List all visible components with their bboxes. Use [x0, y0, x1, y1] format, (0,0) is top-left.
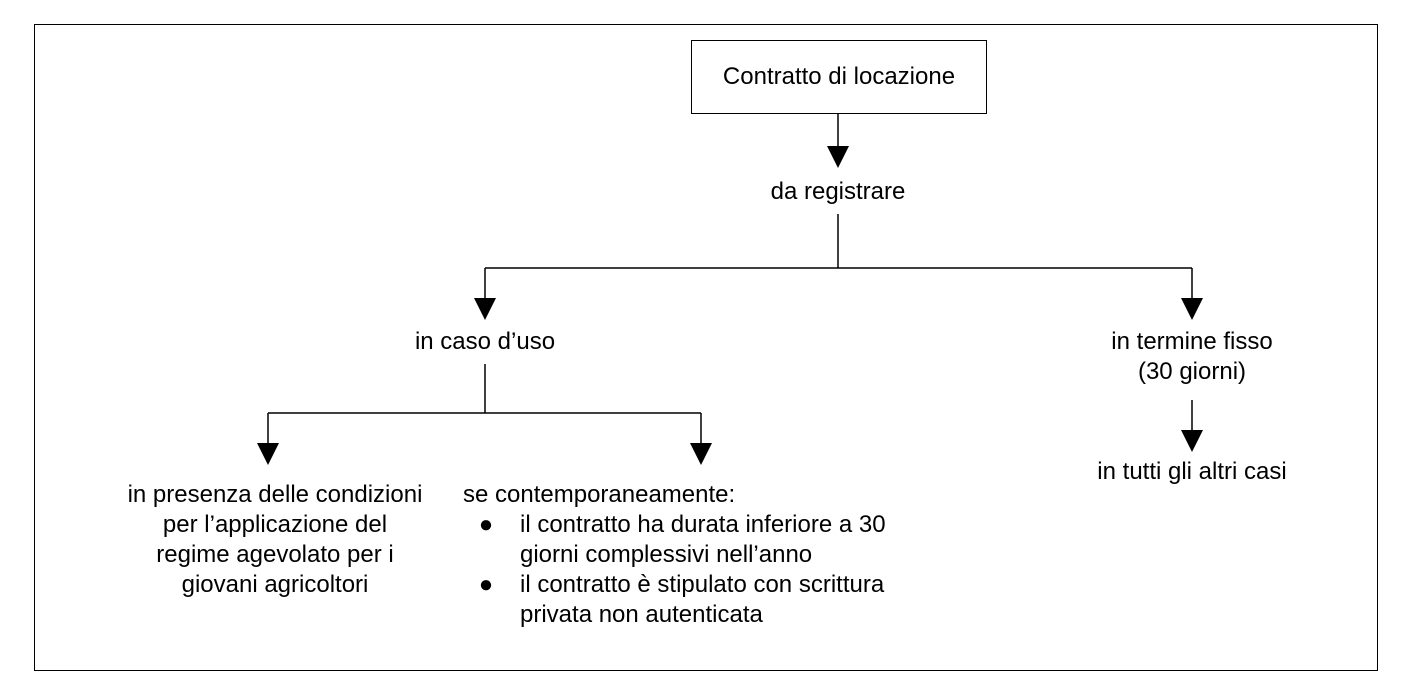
registration-node-label: da registrare — [770, 178, 906, 205]
registration-node: da registrare — [738, 177, 938, 207]
condition-line: giorni complessivi nell’anno — [520, 541, 813, 568]
branch-termine-fisso: in termine fisso (30 giorni) — [1082, 327, 1302, 387]
root-node-label: Contratto di locazione — [722, 63, 956, 90]
condition-item: ● il contratto ha durata inferiore a 30 … — [463, 510, 983, 570]
leaf-contemporaneamente-heading: se contemporaneamente: — [463, 481, 736, 508]
branch-termine-fisso-line: in termine fisso — [1111, 328, 1273, 355]
leaf-regime-agevolato-line: regime agevolato per i — [156, 541, 394, 568]
root-node: Contratto di locazione — [691, 40, 987, 114]
condition-line: il contratto ha durata inferiore a 30 — [520, 511, 886, 538]
arrow-to-caso-uso — [474, 298, 496, 320]
diagram-frame — [34, 24, 1378, 671]
leaf-contemporaneamente: se contemporaneamente: ● il contratto ha… — [463, 480, 983, 630]
arrow-to-contemporaneamente — [690, 443, 712, 465]
bullet-icon: ● — [478, 571, 494, 598]
leaf-regime-agevolato-line: per l’applicazione del — [162, 511, 388, 538]
arrow-to-altri-casi — [1181, 430, 1203, 452]
leaf-regime-agevolato-line: giovani agricoltori — [181, 571, 369, 598]
condition-list: ● il contratto ha durata inferiore a 30 … — [463, 510, 983, 630]
condition-line: privata non autenticata — [520, 601, 763, 628]
condition-item: ● il contratto è stipulato con scrittura… — [463, 570, 983, 630]
leaf-altri-casi-label: in tutti gli altri casi — [1097, 458, 1287, 485]
branch-termine-fisso-line: (30 giorni) — [1137, 358, 1247, 385]
bullet-icon: ● — [478, 511, 494, 538]
arrow-to-agevolato — [257, 443, 279, 465]
branch-caso-uso: in caso d’uso — [385, 327, 585, 357]
leaf-altri-casi: in tutti gli altri casi — [1072, 457, 1312, 487]
arrow-to-registrare — [827, 146, 849, 168]
condition-line: il contratto è stipulato con scrittura — [520, 571, 885, 598]
leaf-regime-agevolato: in presenza delle condizioni per l’appli… — [90, 480, 460, 600]
leaf-regime-agevolato-line: in presenza delle condizioni — [127, 481, 423, 508]
branch-caso-uso-label: in caso d’uso — [414, 328, 556, 355]
arrow-to-termine-fisso — [1181, 298, 1203, 320]
